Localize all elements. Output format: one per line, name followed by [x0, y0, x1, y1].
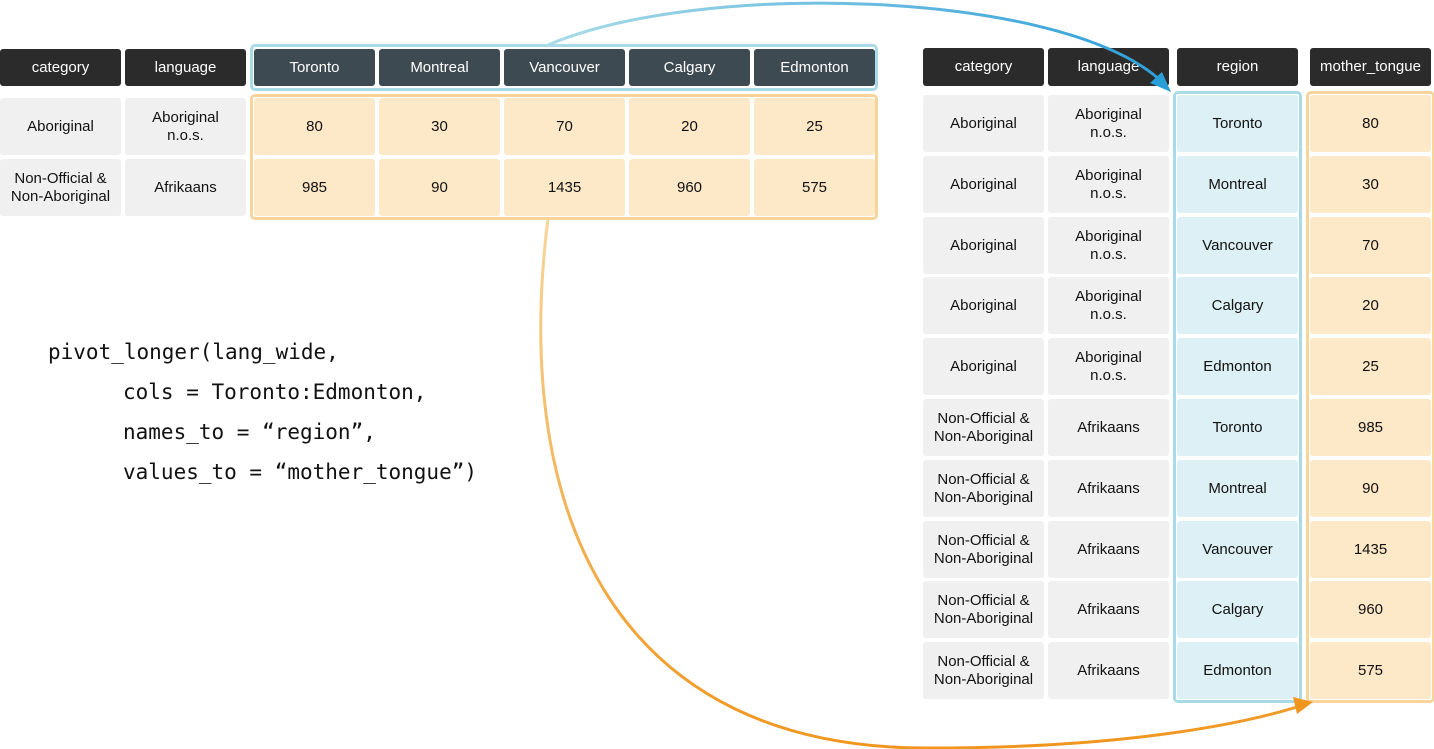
- wide-value-cell: 985: [254, 159, 375, 216]
- long-cell-mother-tongue: 80: [1310, 95, 1431, 152]
- long-cell-mother-tongue: 90: [1310, 460, 1431, 517]
- long-cell-category: Aboriginal: [923, 95, 1044, 152]
- long-header-language: language: [1048, 48, 1169, 86]
- wide-cell-category: Non-Official & Non-Aboriginal: [0, 159, 121, 216]
- code-line-1: pivot_longer(lang_wide,: [48, 340, 339, 364]
- wide-value-cell: 80: [254, 98, 375, 155]
- wide-value-cell: 575: [754, 159, 875, 216]
- long-cell-language: Afrikaans: [1048, 460, 1169, 517]
- long-cell-region: Toronto: [1177, 95, 1298, 152]
- wide-header-category: category: [0, 49, 121, 86]
- long-cell-mother-tongue: 575: [1310, 642, 1431, 699]
- long-cell-region: Vancouver: [1177, 521, 1298, 578]
- wide-header-edmonton: Edmonton: [754, 49, 875, 86]
- long-cell-category: Non-Official & Non-Aboriginal: [923, 642, 1044, 699]
- wide-header-language: language: [125, 49, 246, 86]
- wide-cell-language: Afrikaans: [125, 159, 246, 216]
- wide-cell-language: Aboriginal n.o.s.: [125, 98, 246, 155]
- long-cell-language: Aboriginal n.o.s.: [1048, 338, 1169, 395]
- long-cell-region: Edmonton: [1177, 338, 1298, 395]
- long-header-mother-tongue: mother_tongue: [1310, 48, 1431, 86]
- long-cell-mother-tongue: 960: [1310, 581, 1431, 638]
- wide-value-cell: 30: [379, 98, 500, 155]
- long-cell-region: Calgary: [1177, 581, 1298, 638]
- long-cell-category: Non-Official & Non-Aboriginal: [923, 521, 1044, 578]
- wide-header-toronto: Toronto: [254, 49, 375, 86]
- long-cell-mother-tongue: 985: [1310, 399, 1431, 456]
- wide-value-cell: 90: [379, 159, 500, 216]
- long-cell-category: Non-Official & Non-Aboriginal: [923, 460, 1044, 517]
- long-cell-language: Afrikaans: [1048, 521, 1169, 578]
- wide-value-cell: 70: [504, 98, 625, 155]
- code-line-4: values_to = “mother_tongue”): [123, 460, 478, 484]
- long-cell-mother-tongue: 20: [1310, 277, 1431, 334]
- long-cell-category: Aboriginal: [923, 156, 1044, 213]
- long-cell-language: Aboriginal n.o.s.: [1048, 95, 1169, 152]
- long-header-region: region: [1177, 48, 1298, 86]
- wide-value-cell: 25: [754, 98, 875, 155]
- long-cell-mother-tongue: 25: [1310, 338, 1431, 395]
- long-cell-category: Aboriginal: [923, 338, 1044, 395]
- long-cell-region: Toronto: [1177, 399, 1298, 456]
- long-cell-mother-tongue: 30: [1310, 156, 1431, 213]
- wide-header-calgary: Calgary: [629, 49, 750, 86]
- long-cell-language: Aboriginal n.o.s.: [1048, 277, 1169, 334]
- long-cell-category: Aboriginal: [923, 217, 1044, 274]
- long-cell-region: Calgary: [1177, 277, 1298, 334]
- long-cell-language: Aboriginal n.o.s.: [1048, 156, 1169, 213]
- long-cell-language: Afrikaans: [1048, 581, 1169, 638]
- long-cell-language: Afrikaans: [1048, 642, 1169, 699]
- long-cell-language: Afrikaans: [1048, 399, 1169, 456]
- long-cell-region: Montreal: [1177, 156, 1298, 213]
- long-cell-category: Aboriginal: [923, 277, 1044, 334]
- long-cell-mother-tongue: 1435: [1310, 521, 1431, 578]
- wide-value-cell: 960: [629, 159, 750, 216]
- long-cell-language: Aboriginal n.o.s.: [1048, 217, 1169, 274]
- long-header-category: category: [923, 48, 1044, 86]
- code-line-3: names_to = “region”,: [123, 420, 376, 444]
- long-cell-region: Montreal: [1177, 460, 1298, 517]
- long-cell-region: Edmonton: [1177, 642, 1298, 699]
- wide-value-cell: 20: [629, 98, 750, 155]
- mother-tongue-column-frame: [1306, 91, 1434, 704]
- wide-header-montreal: Montreal: [379, 49, 500, 86]
- wide-cell-category: Aboriginal: [0, 98, 121, 155]
- wide-header-vancouver: Vancouver: [504, 49, 625, 86]
- long-cell-category: Non-Official & Non-Aboriginal: [923, 399, 1044, 456]
- long-cell-category: Non-Official & Non-Aboriginal: [923, 581, 1044, 638]
- long-cell-region: Vancouver: [1177, 217, 1298, 274]
- long-cell-mother-tongue: 70: [1310, 217, 1431, 274]
- wide-value-cell: 1435: [504, 159, 625, 216]
- code-line-2: cols = Toronto:Edmonton,: [123, 380, 427, 404]
